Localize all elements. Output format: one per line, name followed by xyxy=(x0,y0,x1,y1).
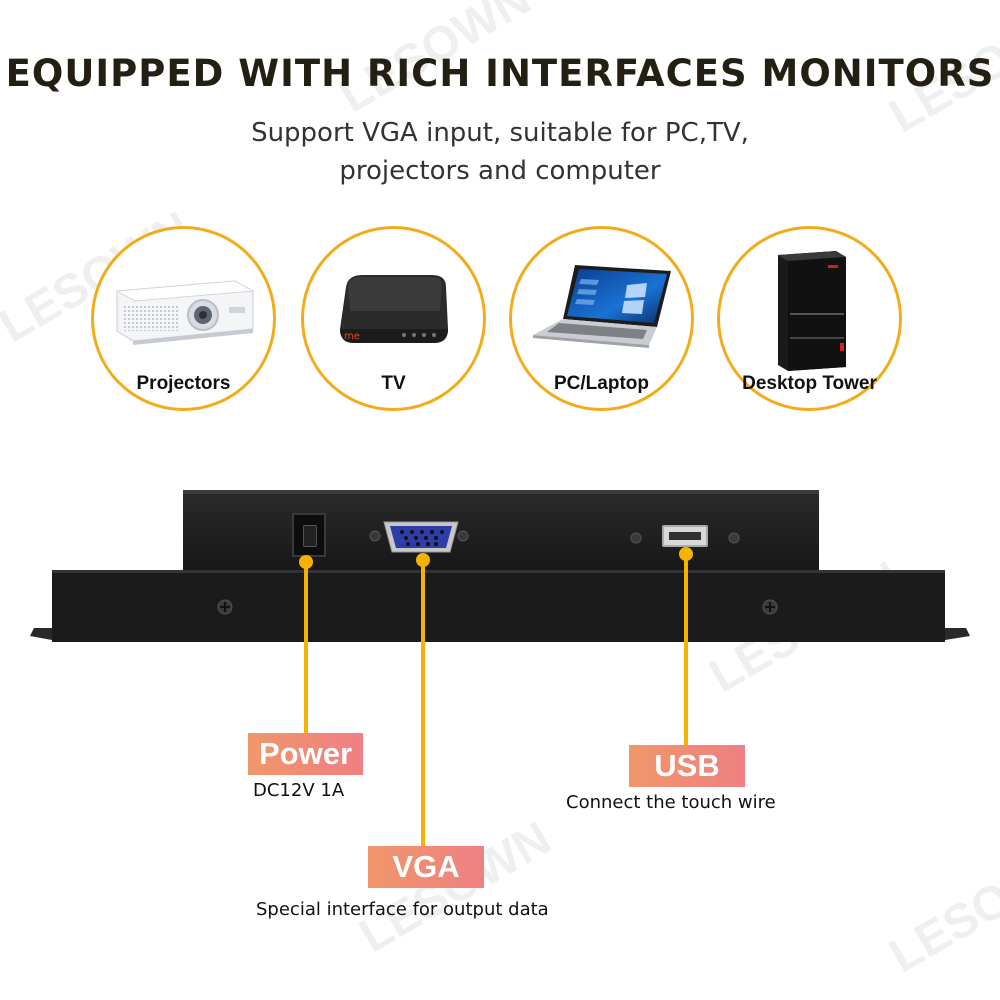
usb-desc: Connect the touch wire xyxy=(566,792,776,813)
subtitle-line-1: Support VGA input, suitable for PC,TV, xyxy=(251,118,749,148)
watermark: LESOWN xyxy=(880,831,1000,984)
vga-port[interactable] xyxy=(380,520,462,554)
dc-power-port[interactable] xyxy=(292,513,326,557)
power-desc: DC12V 1A xyxy=(253,780,345,801)
page-subtitle: Support VGA input, suitable for PC,TV, p… xyxy=(0,114,1000,190)
device-circle-projectors: Projectors xyxy=(91,226,276,411)
tv-box-icon: me xyxy=(340,275,448,343)
device-label: Desktop Tower xyxy=(742,373,877,394)
device-circle-tv: me TV xyxy=(301,226,486,411)
device-label: PC/Laptop xyxy=(554,373,649,394)
device-label: TV xyxy=(381,373,406,394)
tv-box-logo: me xyxy=(344,331,360,342)
usb-connector-line xyxy=(684,554,688,745)
monitor-back-panel xyxy=(30,490,970,642)
device-circle-desktop-tower: Desktop Tower xyxy=(717,226,902,411)
vga-connector-line xyxy=(421,560,425,847)
desktop-tower-icon xyxy=(778,251,846,371)
laptop-icon xyxy=(533,265,671,348)
power-tag: Power xyxy=(248,733,363,775)
usb-tag: USB xyxy=(629,745,745,787)
device-circle-pc-laptop: PC/Laptop xyxy=(509,226,694,411)
projector-icon xyxy=(115,280,255,345)
power-connector-line xyxy=(304,562,308,740)
page-title: EQUIPPED WITH RICH INTERFACES MONITORS xyxy=(5,52,995,95)
vga-tag: VGA xyxy=(368,846,484,888)
device-label: Projectors xyxy=(136,373,231,394)
usb-port[interactable] xyxy=(662,525,708,547)
subtitle-line-2: projectors and computer xyxy=(339,156,661,186)
vga-desc: Special interface for output data xyxy=(256,899,549,920)
